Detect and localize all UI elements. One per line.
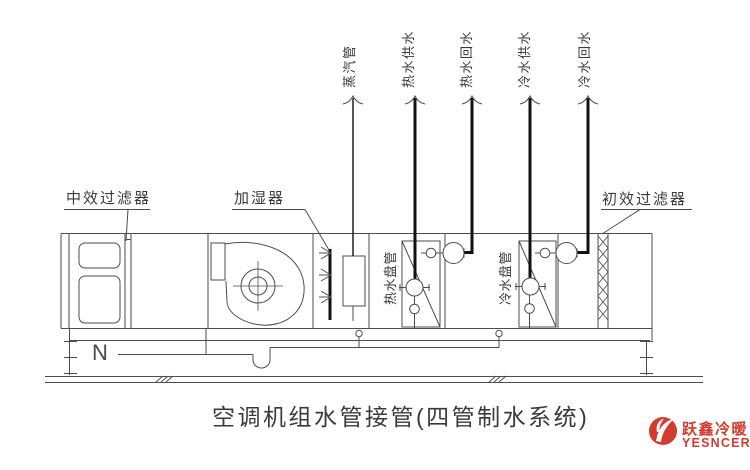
logo-latin-name: YESNCER xyxy=(682,436,750,450)
drain-outlet-left xyxy=(355,329,363,338)
hot-return-pipe xyxy=(464,98,474,254)
drain-trap xyxy=(252,347,271,369)
cold-return-pipe xyxy=(577,98,590,254)
hot-supply-pipe-label: 热水供水 xyxy=(401,29,416,88)
ground-lines xyxy=(45,375,703,383)
drain-n-label: N xyxy=(92,340,108,365)
drain-outlet-right xyxy=(495,329,503,338)
cold-supply-pipe-label: 冷水供水 xyxy=(517,29,532,88)
humidifier-label: 加湿器 xyxy=(234,190,286,207)
medium-filter-section xyxy=(78,233,132,329)
prefilter-band xyxy=(597,233,609,329)
prefilter-label: 初效过滤器 xyxy=(602,191,688,208)
fan-scroll xyxy=(224,241,305,326)
humidifier-body xyxy=(342,255,366,307)
right-support-beam xyxy=(640,340,653,375)
fan-outlet-duct xyxy=(210,242,226,281)
leader-lines xyxy=(64,209,692,251)
logo-chinese-name: 跃鑫冷暖 xyxy=(682,421,749,438)
hot-coil-label: 热水盘管 xyxy=(383,250,398,305)
filter-cell-top xyxy=(78,242,121,269)
spray-nozzles xyxy=(319,246,332,304)
hot-supply-valve xyxy=(399,278,430,328)
service-pipes xyxy=(352,98,590,279)
drawing-title: 空调机组水管接管(四管制水系统) xyxy=(212,404,590,430)
ahu-casing xyxy=(60,233,653,341)
left-support-beam xyxy=(64,328,77,375)
cold-return-valve xyxy=(535,242,578,264)
cold-coil-label: 冷水盘管 xyxy=(498,250,513,305)
ground-hatch-left xyxy=(155,375,174,383)
drain-piping xyxy=(118,328,503,369)
cold-return-pipe-label: 冷水回水 xyxy=(577,29,592,88)
hot-return-valve xyxy=(421,242,465,264)
humidifier-assembly xyxy=(319,246,366,321)
steam-pipe-label: 蒸汽管 xyxy=(342,44,357,88)
ground-hatch-right xyxy=(488,375,507,383)
pipe-break-symbols xyxy=(342,94,599,105)
fan-section xyxy=(210,241,305,326)
logo-mark xyxy=(649,417,677,445)
hot-return-pipe-label: 热水回水 xyxy=(459,29,474,88)
filter-cell-bottom xyxy=(78,275,121,324)
cold-supply-valve xyxy=(515,277,546,328)
medium-filter-label: 中效过滤器 xyxy=(66,190,152,207)
